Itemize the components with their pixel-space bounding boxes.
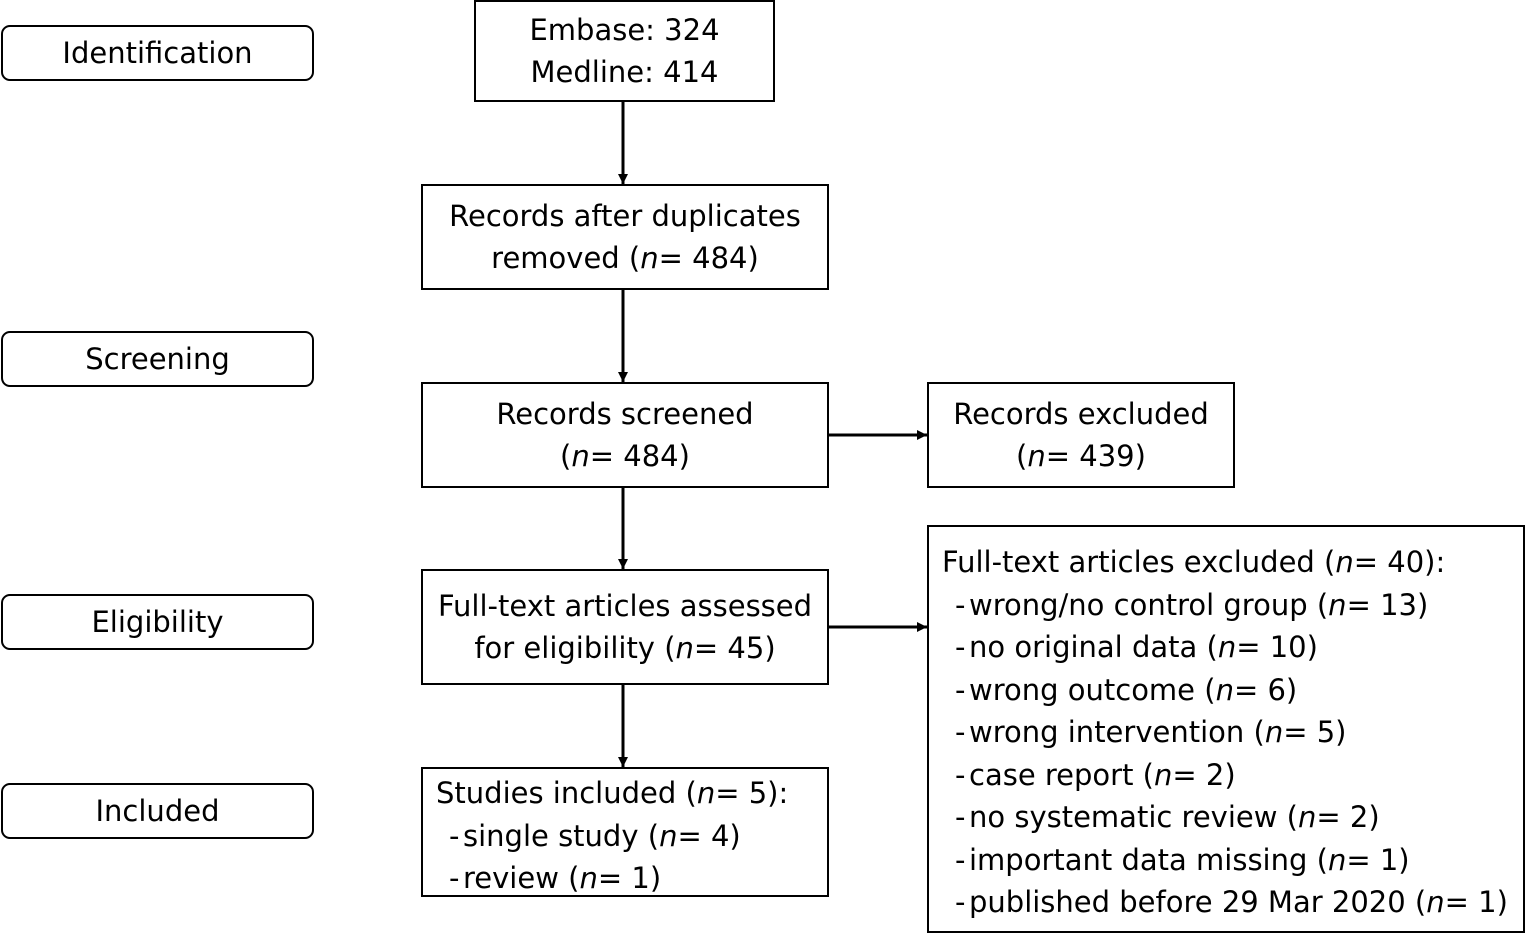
- records-excluded-box: Records excluded (n= 439): [927, 382, 1235, 488]
- medline-line: Medline: 414: [531, 51, 719, 93]
- exclusion-reason: -important data missing (n= 1): [942, 839, 1523, 882]
- n-symbol: n: [1264, 715, 1284, 749]
- reason-label: important data missing: [969, 842, 1308, 877]
- study-type-count: = 1): [597, 861, 662, 895]
- studies-included-count: = 5):: [715, 776, 789, 810]
- n-symbol: n: [1426, 885, 1445, 919]
- study-type-label: review: [463, 861, 559, 895]
- database-sources-box: Embase: 324 Medline: 414: [474, 0, 775, 102]
- fulltext-excluded-count: = 40):: [1353, 545, 1446, 579]
- dedup-line2: removed (n= 484): [491, 237, 759, 279]
- fulltext-assessed-box: Full-text articles assessed for eligibil…: [421, 569, 829, 685]
- exclusion-reason: -published before 29 Mar 2020 (n= 1): [942, 881, 1523, 924]
- reason-label: no original data: [969, 630, 1198, 664]
- n-symbol: n: [1217, 630, 1237, 664]
- stage-eligibility: Eligibility: [1, 594, 314, 650]
- stage-identification: Identification: [1, 25, 314, 81]
- reason-count: = 1): [1444, 885, 1508, 919]
- fulltext-count: = 45): [693, 631, 776, 665]
- embase-count: 324: [664, 13, 720, 47]
- studies-included-prefix: Studies included (: [436, 776, 697, 810]
- reason-count: = 1): [1346, 842, 1410, 877]
- reason-count: = 6): [1233, 672, 1298, 707]
- n-symbol: n: [1298, 800, 1317, 834]
- reason-count: = 2): [1172, 757, 1236, 792]
- stage-included-label: Included: [95, 794, 220, 828]
- stage-screening-label: Screening: [85, 342, 230, 376]
- exclusion-reason: -no original data (n= 10): [942, 626, 1523, 669]
- exclusion-reason: -wrong outcome (n= 6): [942, 669, 1523, 712]
- n-symbol: n: [659, 818, 678, 853]
- reason-label: wrong outcome: [969, 672, 1196, 707]
- n-symbol: n: [579, 861, 598, 895]
- reason-count: = 10): [1236, 630, 1318, 664]
- included-study-type: -single study (n= 4): [436, 815, 827, 858]
- n-symbol: n: [1328, 587, 1347, 622]
- n-symbol: n: [571, 439, 590, 473]
- list-dash: -: [449, 818, 460, 853]
- included-study-type: -review (n= 1): [436, 857, 827, 900]
- n-symbol: n: [1215, 672, 1234, 707]
- stage-identification-label: Identification: [62, 36, 253, 70]
- list-dash: -: [955, 885, 966, 919]
- dedup-prefix: removed (: [491, 241, 641, 275]
- stage-eligibility-label: Eligibility: [91, 605, 224, 639]
- excluded-count: = 439): [1045, 439, 1146, 473]
- medline-count: 414: [663, 55, 719, 89]
- fulltext-line1: Full-text articles assessed: [437, 589, 813, 623]
- fulltext-prefix: for eligibility (: [474, 631, 676, 665]
- excluded-line1: Records excluded: [953, 397, 1209, 431]
- exclusion-reason: -wrong/no control group (n= 13): [942, 584, 1523, 627]
- list-dash: -: [955, 800, 966, 834]
- reason-count: = 13): [1346, 587, 1429, 622]
- embase-line: Embase: 324: [529, 9, 719, 51]
- list-dash: -: [955, 715, 966, 749]
- n-symbol: n: [1154, 757, 1173, 792]
- study-type-count: = 4): [677, 818, 741, 853]
- list-dash: -: [955, 842, 966, 877]
- stage-screening: Screening: [1, 331, 314, 387]
- n-symbol: n: [640, 241, 659, 275]
- reason-label: no systematic review: [969, 800, 1278, 834]
- screened-line1: Records screened: [496, 397, 754, 431]
- reason-count: = 5): [1283, 715, 1347, 749]
- dedup-records-box: Records after duplicates removed (n= 484…: [421, 184, 829, 290]
- fulltext-line2: for eligibility (n= 45): [474, 627, 775, 669]
- embase-label: Embase:: [529, 13, 655, 47]
- screened-line2: (n= 484): [560, 439, 690, 473]
- excluded-line2: (n= 439): [1016, 439, 1146, 473]
- exclusion-reason: -case report (n= 2): [942, 754, 1523, 797]
- list-dash: -: [955, 757, 966, 792]
- fulltext-excluded-title-prefix: Full-text articles excluded (: [942, 545, 1336, 579]
- stage-included: Included: [1, 783, 314, 839]
- list-dash: -: [955, 630, 966, 664]
- n-symbol: n: [696, 776, 716, 810]
- n-symbol: n: [1027, 439, 1046, 473]
- list-dash: -: [955, 672, 966, 707]
- screened-count: = 484): [589, 439, 690, 473]
- studies-included-box: Studies included (n= 5): -single study (…: [421, 767, 829, 897]
- studies-included-title: Studies included (n= 5):: [436, 772, 827, 815]
- dedup-count: = 484): [658, 241, 759, 275]
- reason-label: published before 29 Mar 2020: [969, 885, 1406, 919]
- n-symbol: n: [1327, 842, 1347, 877]
- reason-label: wrong intervention: [969, 715, 1245, 749]
- medline-label: Medline:: [530, 55, 654, 89]
- reason-label: wrong/no control group: [969, 587, 1308, 622]
- fulltext-excluded-box: Full-text articles excluded (n= 40): -wr…: [927, 525, 1525, 933]
- n-symbol: n: [675, 631, 694, 665]
- list-dash: -: [955, 587, 966, 622]
- study-type-label: single study: [463, 818, 639, 853]
- reason-label: case report: [969, 757, 1134, 792]
- fulltext-excluded-title: Full-text articles excluded (n= 40):: [942, 541, 1523, 584]
- n-symbol: n: [1335, 545, 1354, 579]
- list-dash: -: [449, 861, 460, 895]
- records-screened-box: Records screened (n= 484): [421, 382, 829, 488]
- dedup-line1: Records after duplicates: [449, 199, 801, 233]
- exclusion-reason: -no systematic review (n= 2): [942, 796, 1523, 839]
- exclusion-reason: -wrong intervention (n= 5): [942, 711, 1523, 754]
- reason-count: = 2): [1316, 800, 1380, 834]
